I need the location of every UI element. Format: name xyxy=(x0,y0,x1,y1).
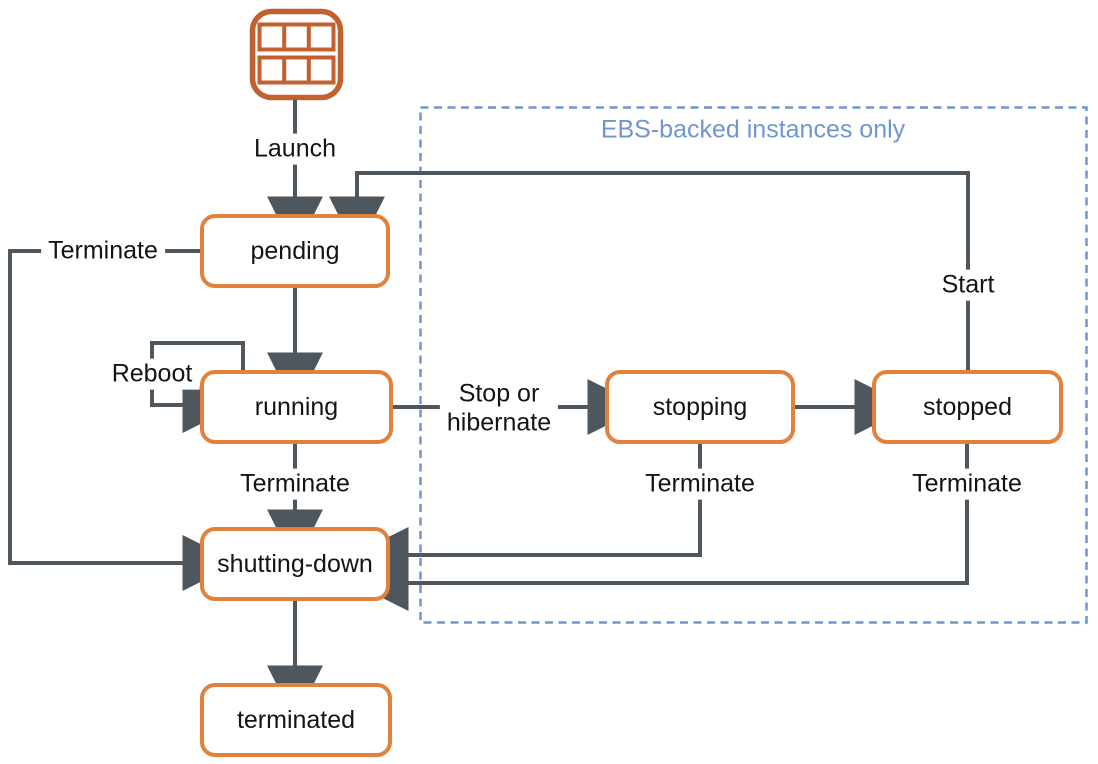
edge-label-terminate-running: Terminate xyxy=(233,468,357,500)
edge-terminate-stopped-to-shutting-down xyxy=(352,444,969,611)
state-node-terminated: terminated xyxy=(200,683,392,757)
ebs-region-label: EBS-backed instances only xyxy=(600,115,906,144)
state-node-running: running xyxy=(200,370,393,444)
state-node-stopped: stopped xyxy=(872,370,1063,444)
edge-label-stop-or-hibernate: Stop or hibernate xyxy=(439,378,559,438)
ami-grid-icon xyxy=(249,8,344,101)
edge-label-terminate-stopping: Terminate xyxy=(638,468,762,500)
state-node-shutting-down: shutting-down xyxy=(200,527,390,601)
state-node-pending: pending xyxy=(200,214,390,288)
state-node-stopping: stopping xyxy=(605,370,795,444)
edge-label-start: Start xyxy=(934,269,1002,301)
edge-label-reboot: Reboot xyxy=(104,358,200,390)
edge-label-terminate-stopped: Terminate xyxy=(905,468,1029,500)
edge-start-stopped-to-pending xyxy=(329,171,970,370)
edge-reboot-self-loop xyxy=(150,341,245,433)
ebs-region-border xyxy=(419,106,1088,624)
edge-label-terminate-pending: Terminate xyxy=(41,235,165,267)
edge-terminate-stopping-to-shutting-down xyxy=(352,444,702,583)
edge-label-launch: Launch xyxy=(246,133,344,165)
